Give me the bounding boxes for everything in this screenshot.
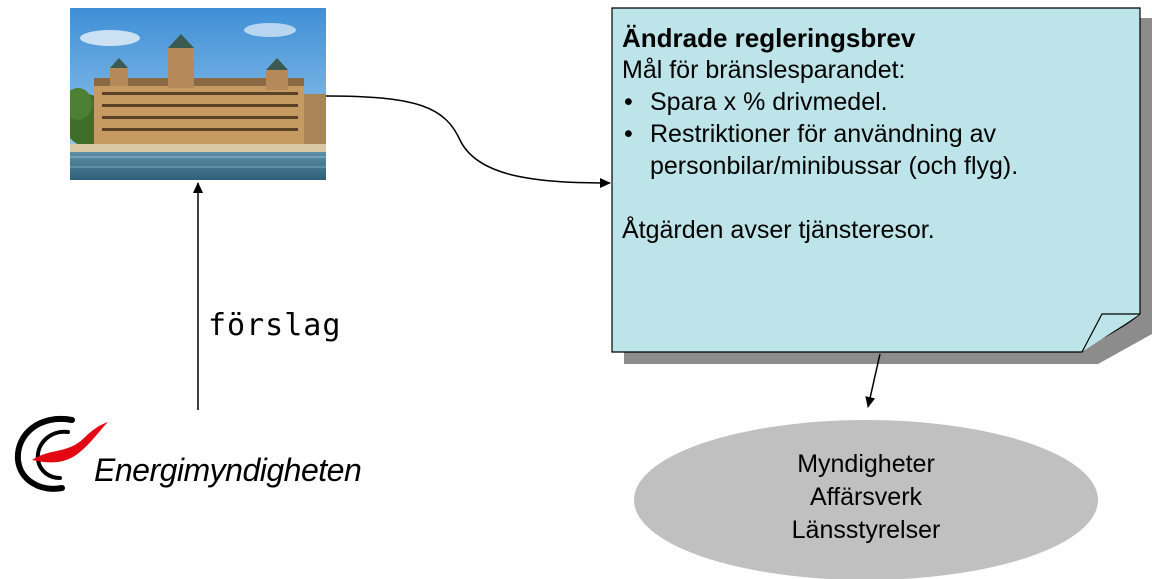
note-bullet-2: Restriktioner för användning av personbi… xyxy=(622,118,1142,182)
logo-wordmark: Energimyndigheten xyxy=(94,452,362,488)
logo-swoosh-icon xyxy=(32,422,108,463)
connector-photo-to-note xyxy=(325,95,611,188)
note-subtitle: Mål för bränslesparandet: xyxy=(622,56,906,84)
agencies-ellipse xyxy=(634,420,1098,579)
note-text-block: Ändrade regleringsbrev Mål för bränslesp… xyxy=(622,22,1142,246)
arrow-label-forslag: förslag xyxy=(208,308,342,343)
agencies-list: Myndigheter Affärsverk Länsstyrelser xyxy=(638,448,1094,547)
note-footer: Åtgärden avser tjänsteresor. xyxy=(622,216,935,244)
note-title: Ändrade regleringsbrev xyxy=(622,23,916,53)
agency-line-2: Affärsverk xyxy=(809,483,923,511)
arrow-note-to-ellipse xyxy=(865,353,881,408)
note-bullet-1: Spara x % drivmedel. xyxy=(622,86,1142,118)
agency-line-1: Myndigheter xyxy=(797,450,935,478)
government-building-photo xyxy=(70,8,326,180)
energimyndigheten-logo xyxy=(14,415,108,492)
note-fold xyxy=(1081,313,1140,353)
note-bullet-list: Spara x % drivmedel. Restriktioner för a… xyxy=(622,86,1142,182)
agency-line-3: Länsstyrelser xyxy=(791,516,941,544)
logo-mark-icon xyxy=(14,415,75,492)
